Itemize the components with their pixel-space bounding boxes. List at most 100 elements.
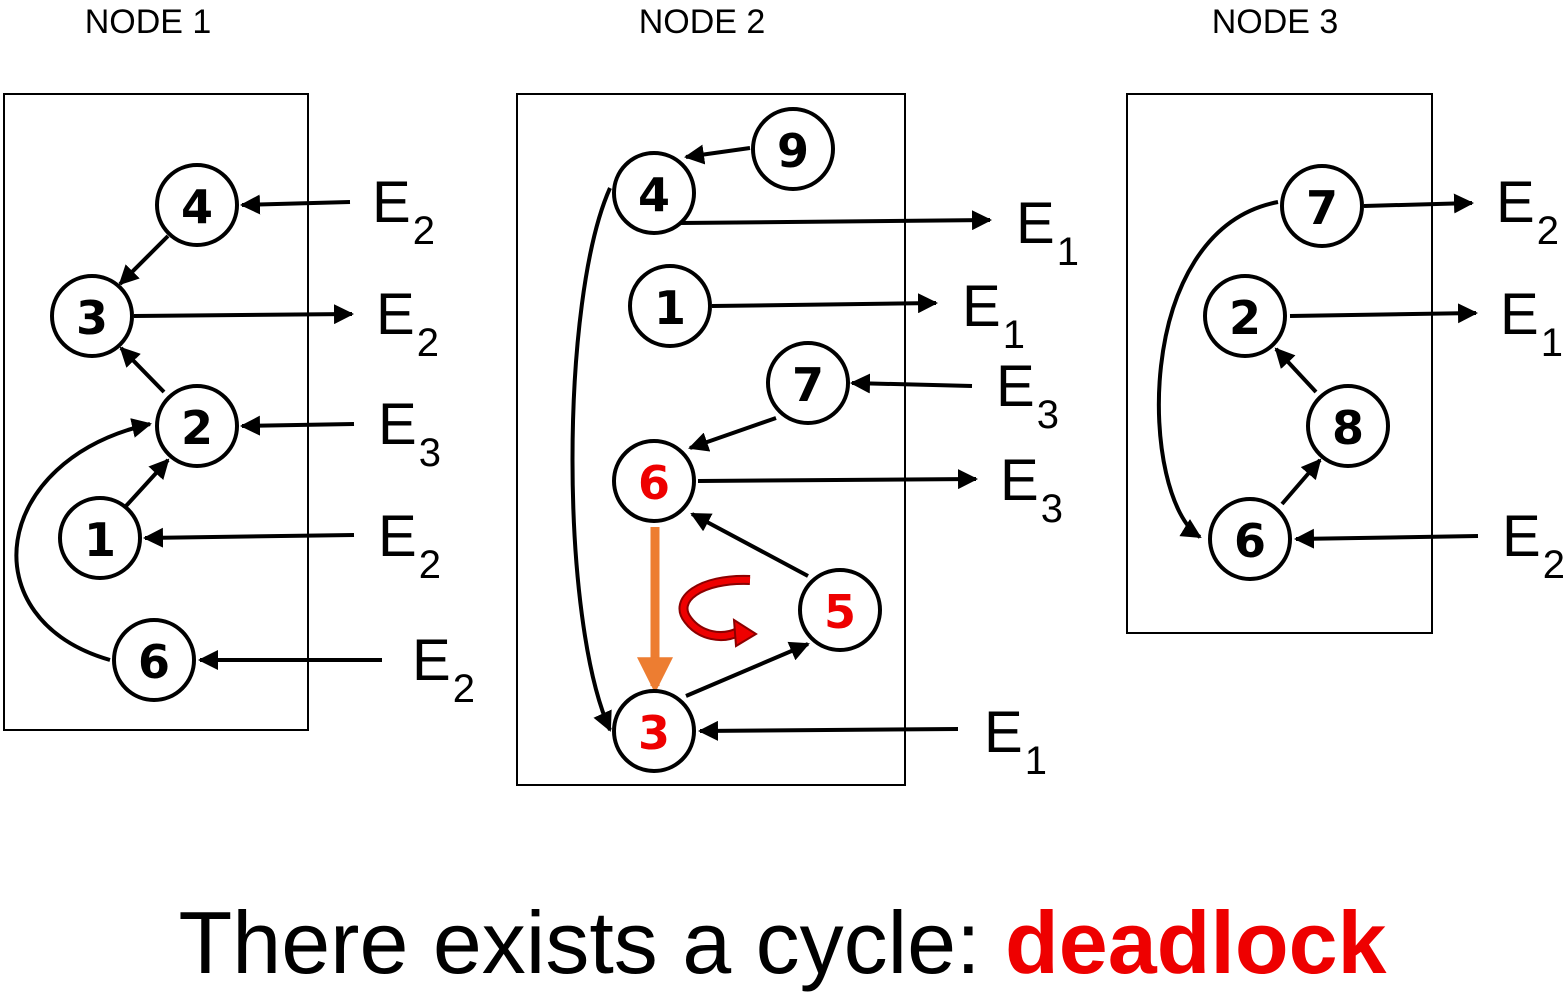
edge-e2-to-1 [143, 527, 355, 548]
edge-3-to-e2 [133, 304, 354, 325]
vertex-3-node-1: 3 [50, 274, 134, 358]
edge-5-to-6 [690, 512, 809, 578]
vertex-label: 1 [654, 281, 686, 335]
vertex-circle [798, 568, 882, 652]
vertex-circle [1208, 497, 1292, 581]
edge-2-to-e1 [1289, 303, 1478, 324]
external-label-E2: E2 [1496, 170, 1559, 253]
vertex-label: 2 [181, 401, 213, 455]
vertex-circle [612, 439, 696, 523]
external-label-E1: E1 [984, 700, 1047, 783]
vertex-label: 3 [76, 291, 108, 345]
edge-4-to-e1 [679, 210, 992, 231]
vertex-circle [58, 496, 142, 580]
node-3-edges [1156, 193, 1479, 549]
curved-arrow-icon [678, 574, 758, 648]
vertex-circle [612, 689, 696, 773]
vertex-label: 4 [181, 180, 213, 234]
vertices: 4 3 2 1 6 9 4 1 7 6 5 3 7 2 8 6 [50, 107, 1390, 773]
edge-6-to-2 [14, 418, 152, 662]
vertex-4-node-2: 4 [612, 151, 696, 235]
caption-emphasis: deadlock [1005, 893, 1387, 992]
panel-frame-node-2 [516, 93, 906, 786]
vertex-circle [50, 274, 134, 358]
vertex-label: 6 [1234, 514, 1266, 568]
edge-2-to-3 [119, 346, 166, 394]
vertex-circle [1306, 384, 1390, 468]
external-label-E3: E3 [996, 354, 1059, 437]
panel-title-node-2: NODE 2 [639, 3, 766, 41]
external-label-E1: E1 [1016, 191, 1079, 274]
vertex-circle [155, 163, 239, 247]
vertex-label: 7 [792, 358, 824, 412]
vertex-2-node-1: 2 [155, 384, 239, 468]
vertex-6-node-1: 6 [112, 618, 196, 702]
vertex-circle [766, 341, 850, 425]
edge-e3-to-2 [240, 415, 355, 436]
external-label-E2: E2 [376, 282, 439, 365]
edge-1-to-2 [124, 458, 170, 508]
panel-title-node-1: NODE 1 [85, 3, 212, 41]
edge-e2-to-4 [240, 194, 351, 215]
external-label-E2: E2 [1502, 504, 1565, 587]
vertex-label: 2 [1229, 291, 1261, 345]
vertex-circle [612, 151, 696, 235]
external-label-E3: E3 [378, 392, 441, 475]
vertex-label: 4 [638, 168, 670, 222]
vertex-circle [1203, 274, 1287, 358]
vertex-2-node-3: 2 [1203, 274, 1287, 358]
caption-text: There exists a cycle: [178, 893, 1006, 992]
vertex-9-node-2: 9 [751, 107, 835, 191]
edge-6-to-e3 [697, 469, 978, 490]
vertex-6-node-2: 6 [612, 439, 696, 523]
vertex-label: 6 [638, 456, 670, 510]
vertex-4-node-1: 4 [155, 163, 239, 247]
panel-frame-node-3 [1126, 93, 1433, 634]
vertex-circle [1280, 164, 1364, 248]
edge-8-to-2 [1274, 347, 1318, 394]
vertex-6-node-3: 6 [1208, 497, 1292, 581]
external-label-E1: E1 [962, 274, 1025, 357]
vertex-label: 3 [638, 706, 670, 760]
vertex-label: 9 [777, 124, 809, 178]
vertex-8-node-3: 8 [1306, 384, 1390, 468]
vertex-circle [628, 264, 712, 348]
edge-9-to-4 [684, 144, 751, 165]
edge-e2-to-6 [1294, 528, 1479, 549]
node-2-edges [570, 144, 992, 741]
vertex-label: 8 [1332, 401, 1364, 455]
caption: There exists a cycle: deadlock [0, 892, 1565, 994]
edge-3-to-5 [685, 641, 810, 698]
vertex-circle [751, 107, 835, 191]
external-label-E2: E2 [372, 170, 435, 253]
vertex-5-node-2: 5 [798, 568, 882, 652]
edge-1-to-e1 [711, 293, 938, 314]
vertex-1-node-1: 1 [58, 496, 142, 580]
vertex-7-node-3: 7 [1280, 164, 1364, 248]
vertex-circle [155, 384, 239, 468]
vertex-label: 1 [84, 513, 116, 567]
edge-7-to-e2 [1363, 193, 1474, 214]
edge-7-to-6 [688, 416, 777, 452]
panel-title-node-3: NODE 3 [1212, 3, 1339, 41]
external-label-E2: E2 [412, 628, 475, 711]
vertex-1-node-2: 1 [628, 264, 712, 348]
external-label-E1: E1 [1500, 282, 1563, 365]
vertex-label: 5 [824, 585, 856, 639]
vertex-label: 7 [1306, 181, 1338, 235]
vertex-circle [112, 618, 196, 702]
external-label-E3: E3 [1000, 448, 1063, 531]
vertex-label: 6 [138, 635, 170, 689]
node-1-edges [14, 194, 382, 670]
edge-6-to-8 [1280, 458, 1322, 506]
edge-4-to-3 [118, 234, 170, 286]
edge-7-to-6 [1156, 200, 1279, 539]
external-label-E2: E2 [378, 504, 441, 587]
vertex-3-node-2: 3 [612, 689, 696, 773]
vertex-7-node-2: 7 [766, 341, 850, 425]
edge-e1-to-3 [698, 720, 959, 741]
edge-4-to-3 [570, 187, 612, 732]
edge-e3-to-7 [850, 373, 973, 394]
